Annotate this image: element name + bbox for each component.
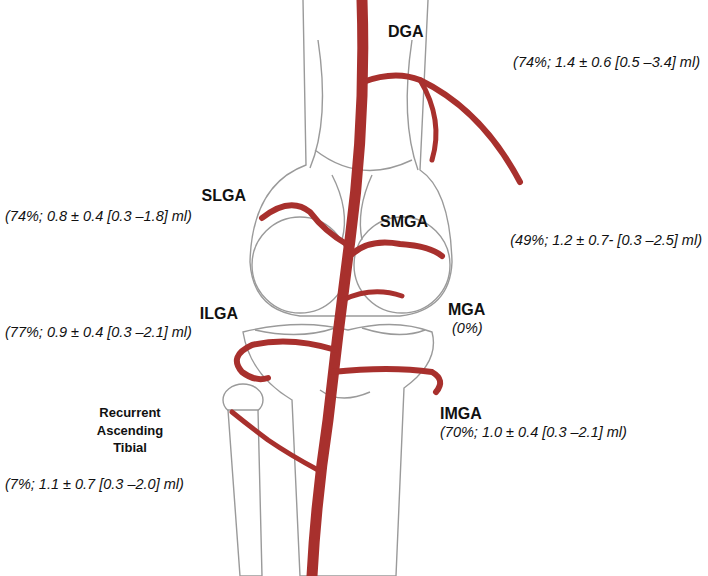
dga-branch xyxy=(420,80,436,160)
artery-name: MGA xyxy=(448,300,485,319)
imga-artery xyxy=(332,369,440,392)
smga-artery xyxy=(350,243,442,257)
artery-name: Recurrent Ascending Tibial xyxy=(88,404,172,457)
artery-name: ILGA xyxy=(200,304,238,323)
measurement-note: (70%; 1.0 ± 0.4 [0.3 –2.1] ml) xyxy=(440,424,627,441)
mga-artery xyxy=(343,292,402,300)
lateral-condyle xyxy=(252,217,348,313)
measurement-note: (49%; 1.2 ± 0.7- [0.3 –2.5] ml) xyxy=(510,232,702,249)
artery-name: IMGA xyxy=(440,404,482,423)
bones xyxy=(223,0,452,576)
artery-name: DGA xyxy=(388,22,424,41)
measurement-note: (74%; 0.8 ± 0.4 [0.3 –1.8] ml) xyxy=(5,208,192,225)
measurement-note: (77%; 0.9 ± 0.4 [0.3 –2.1] ml) xyxy=(5,324,192,341)
arteries xyxy=(232,0,520,576)
slga-artery xyxy=(262,205,348,245)
dga-artery xyxy=(363,75,520,182)
fibula-shaft xyxy=(228,410,262,576)
measurement-note: (74%; 1.4 ± 0.6 [0.5 –3.4] ml) xyxy=(513,54,700,71)
measurement-note: (7%; 1.1 ± 0.7 [0.3 –2.0] ml) xyxy=(5,476,184,493)
popliteal-artery xyxy=(312,0,363,576)
medial-condyle xyxy=(354,217,450,313)
ilga-artery xyxy=(237,341,336,379)
artery-name: SLGA xyxy=(202,186,246,205)
measurement-note: (0%) xyxy=(452,320,483,337)
artery-name: SMGA xyxy=(380,212,428,231)
recurrent-tibial-artery xyxy=(232,412,318,470)
